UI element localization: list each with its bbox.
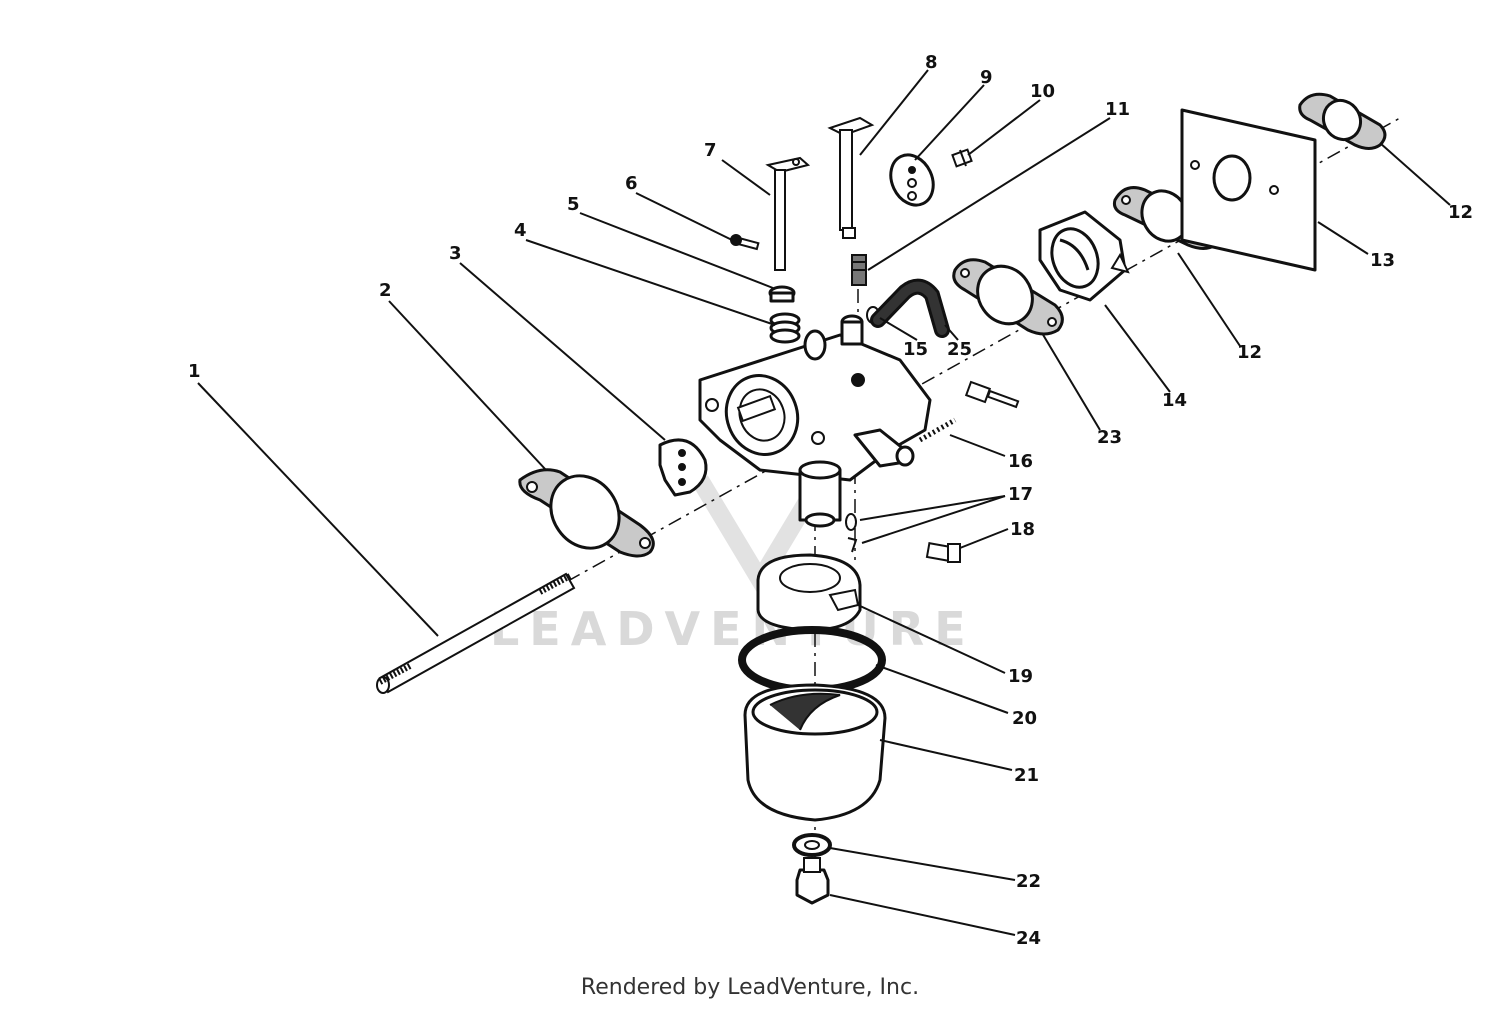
part-16-idle-screw	[918, 380, 1020, 443]
part-12-gasket-top	[1298, 92, 1387, 150]
part-7-throttle-shaft	[765, 156, 811, 271]
part-10-screw	[951, 148, 973, 168]
callout-25: 25	[947, 339, 972, 360]
callout-19: 19	[1008, 666, 1033, 687]
carburetor-body	[698, 314, 932, 528]
part-14-spacer	[1038, 210, 1130, 302]
callout-17: 17	[1008, 484, 1033, 505]
callout-18: 18	[1010, 519, 1035, 540]
part-11-nozzle	[851, 254, 867, 286]
part-9-choke-plate	[889, 153, 935, 207]
callout-21: 21	[1014, 765, 1039, 786]
part-4-spring	[769, 312, 801, 344]
callout-15: 23	[1097, 427, 1122, 448]
callout-16: 16	[1008, 451, 1033, 472]
callout-24: 15	[903, 339, 928, 360]
callout-23: 24	[1016, 928, 1041, 949]
callout-12-middle: 12	[1237, 342, 1262, 363]
callout-13: 13	[1370, 250, 1395, 271]
callout-1: 1	[188, 361, 201, 382]
part-23-bowl-nut	[795, 857, 830, 905]
part-21-float-bowl	[743, 683, 887, 822]
callout-3: 3	[449, 243, 462, 264]
part-6-screw	[730, 234, 760, 251]
callout-2: 2	[379, 280, 392, 301]
part-1-stud	[376, 572, 576, 694]
part-3-throttle-plate	[658, 438, 708, 497]
callout-12-top: 12	[1448, 202, 1473, 223]
watermark-text: LEADVENTURE	[490, 602, 976, 656]
part-2-gasket	[518, 468, 655, 558]
callout-22: 22	[1016, 871, 1041, 892]
part-19-float	[756, 553, 862, 632]
part-8-choke-shaft	[827, 116, 875, 239]
part-15-gasket	[952, 258, 1064, 336]
callout-8: 8	[925, 52, 938, 73]
callout-11: 11	[1105, 99, 1130, 120]
callout-6: 6	[625, 173, 638, 194]
callout-20: 20	[1012, 708, 1037, 729]
part-18-bolt	[925, 542, 961, 563]
part-5-seal	[768, 285, 796, 303]
callout-14: 14	[1162, 390, 1187, 411]
callout-10: 10	[1030, 81, 1055, 102]
footer-credit: Rendered by LeadVenture, Inc.	[580, 975, 920, 1000]
part-17-seals	[845, 513, 858, 553]
callout-7: 7	[704, 140, 717, 161]
callout-9: 9	[980, 67, 993, 88]
callout-labels: 1 2 3 4 5 6 7 8 9 10 11 12 12 23 13 14 1…	[188, 52, 1473, 949]
part-22-washer	[792, 833, 832, 857]
callout-5: 5	[567, 194, 580, 215]
part-13-plate	[1180, 108, 1317, 272]
part-25-hose	[870, 278, 950, 338]
leader-lines	[197, 69, 1451, 936]
callout-4: 4	[514, 220, 527, 241]
